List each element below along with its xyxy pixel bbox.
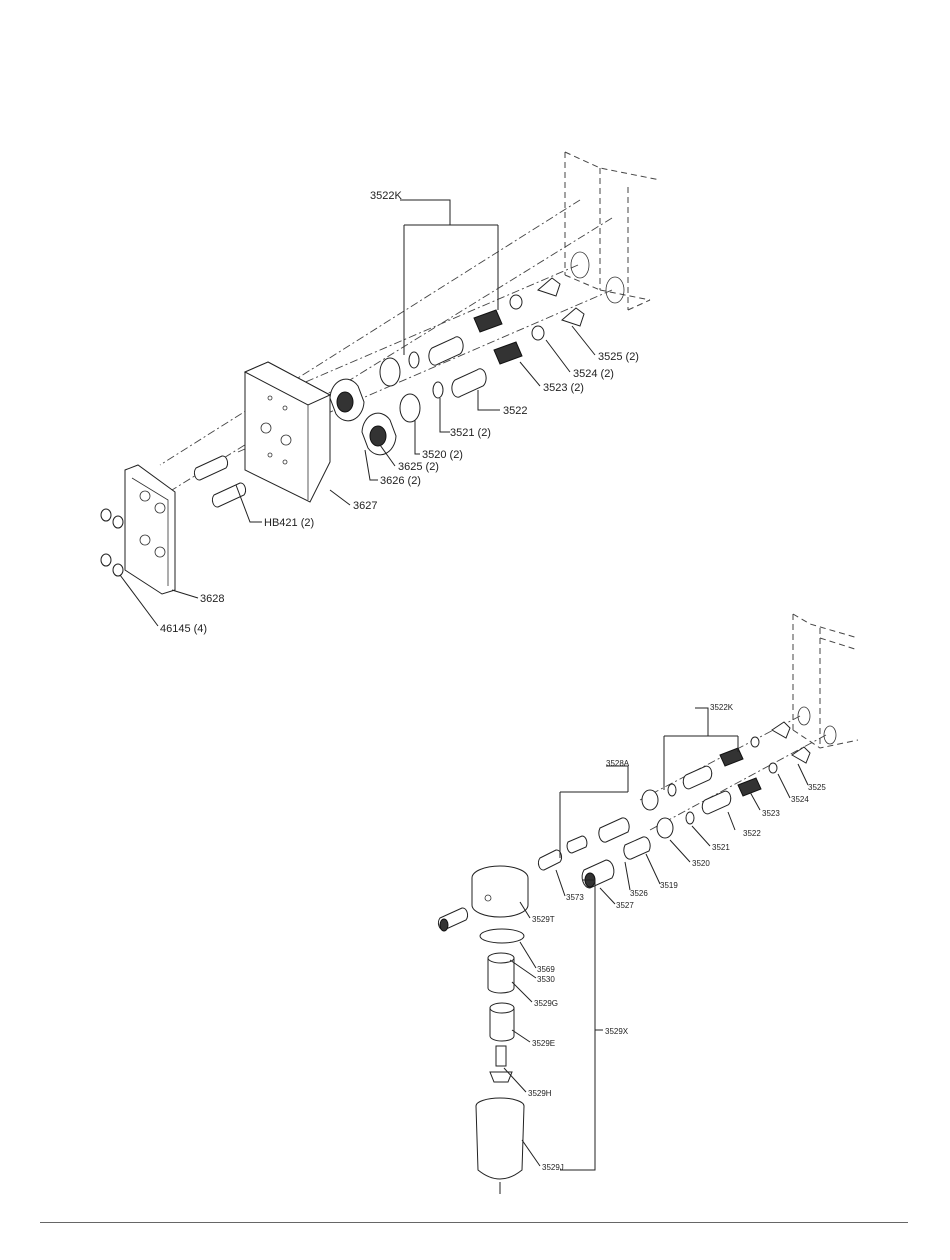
top-screws-46145 — [101, 509, 123, 576]
bottom-filter-head-3529t — [472, 866, 528, 917]
bottom-labels: 3522K 3528A 3525 3524 3523 3522 3521 352… — [528, 703, 826, 1172]
label-3529x: 3529X — [605, 1027, 629, 1036]
label-3529e: 3529E — [532, 1039, 555, 1048]
bottom-filter-bowl-3529j — [476, 1098, 524, 1194]
top-labels: 3522K 3525 (2) 3524 (2) 3523 (2) 3522 35… — [160, 190, 639, 635]
label-3520-bottom: 3520 — [692, 859, 710, 868]
bottom-exploded-assembly — [438, 614, 858, 1194]
footer-rule — [40, 1222, 908, 1223]
top-end-plate-3628 — [125, 465, 175, 594]
label-3625-top: 3625 (2) — [398, 461, 439, 473]
label-3529j: 3529J — [542, 1163, 564, 1172]
label-3627-top: 3627 — [353, 500, 377, 512]
top-valve-3626 — [362, 413, 396, 455]
label-3525-top: 3525 (2) — [598, 351, 639, 363]
label-3529h: 3529H — [528, 1089, 552, 1098]
label-3522k-top: 3522K — [370, 190, 402, 202]
label-3523-top: 3523 (2) — [543, 382, 584, 394]
label-3528a: 3528A — [606, 759, 630, 768]
label-3522-bottom: 3522 — [743, 829, 761, 838]
label-3519: 3519 — [660, 881, 678, 890]
bottom-mounting-block-outline — [793, 614, 858, 748]
label-3569: 3569 — [537, 965, 555, 974]
label-3523-bottom: 3523 — [762, 809, 780, 818]
label-3527: 3527 — [616, 901, 634, 910]
label-46145-top: 46145 (4) — [160, 623, 207, 635]
label-3522k-bottom: 3522K — [710, 703, 734, 712]
label-3526: 3526 — [630, 889, 648, 898]
label-3521-top: 3521 (2) — [450, 427, 491, 439]
top-spring-upper — [474, 310, 502, 332]
label-3626-top: 3626 (2) — [380, 475, 421, 487]
label-3524-top: 3524 (2) — [573, 368, 614, 380]
label-3529t: 3529T — [532, 915, 555, 924]
label-3520-top: 3520 (2) — [422, 449, 463, 461]
bottom-spring-upper — [720, 748, 743, 766]
label-3525-bottom: 3525 — [808, 783, 826, 792]
label-3529g: 3529G — [534, 999, 558, 1008]
label-3521-bottom: 3521 — [712, 843, 730, 852]
label-hb421-top: HB421 (2) — [264, 517, 314, 529]
top-spring-lower — [494, 342, 522, 364]
label-3628-top: 3628 — [200, 593, 224, 605]
label-3573: 3573 — [566, 893, 584, 902]
top-manifold-block-3627 — [245, 362, 330, 502]
label-3530: 3530 — [537, 975, 555, 984]
top-mounting-block-outline — [565, 152, 660, 310]
label-3524-bottom: 3524 — [791, 795, 809, 804]
label-3522-top: 3522 — [503, 405, 527, 417]
top-valve-3625 — [330, 379, 364, 421]
